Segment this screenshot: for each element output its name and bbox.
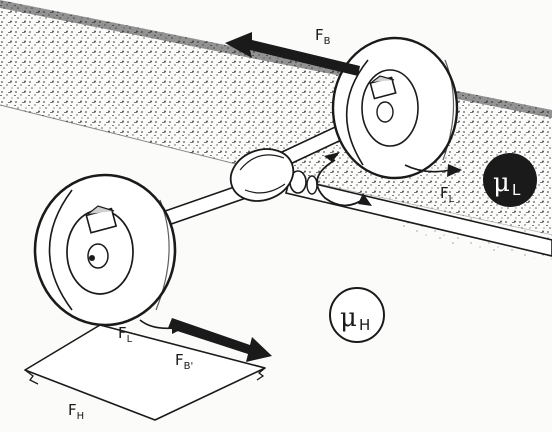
label-fb-top: FB — [315, 26, 331, 47]
label-fl-left: FL — [118, 324, 133, 345]
force-arrow-fb-prime — [168, 318, 272, 362]
mu-high-badge: μ H — [329, 287, 385, 343]
svg-text:μ: μ — [493, 168, 510, 198]
differential-housing — [229, 148, 295, 202]
label-fl-right: FL — [440, 184, 455, 205]
label-fh: FH — [68, 401, 84, 422]
mu-low-badge: μ L — [483, 153, 537, 207]
right-wheel — [331, 36, 459, 180]
left-wheel — [33, 173, 177, 327]
svg-text:μ: μ — [340, 303, 357, 333]
rotation-arrow — [316, 152, 372, 207]
label-fb-prime: FB' — [175, 351, 193, 372]
svg-text:L: L — [512, 181, 521, 199]
high-friction-patch — [24, 324, 266, 421]
svg-text:H: H — [359, 316, 370, 334]
force-arrow-fl-right — [404, 164, 462, 177]
force-arrow-fb-top — [225, 32, 360, 76]
